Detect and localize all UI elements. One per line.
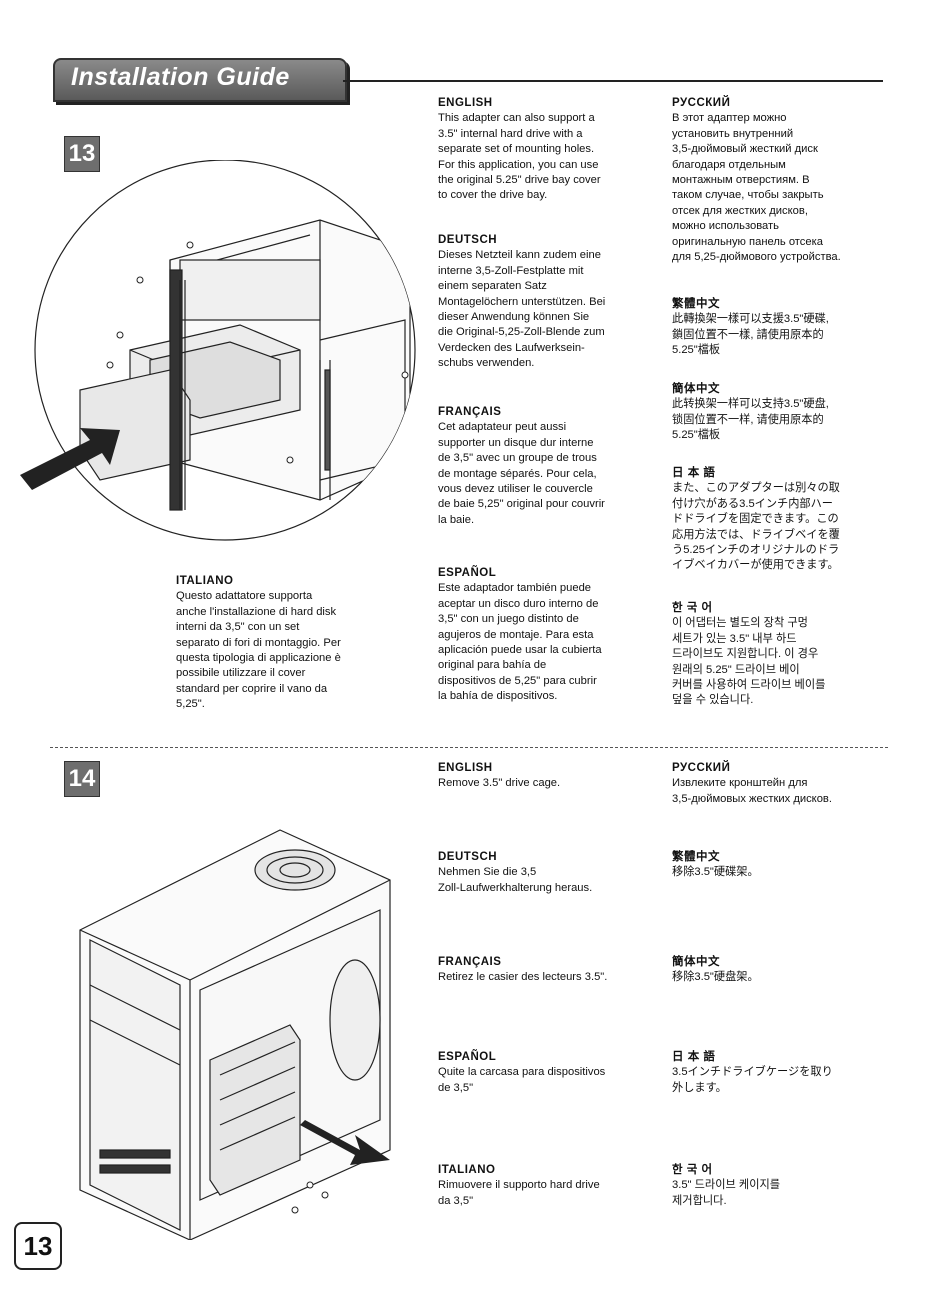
step-14-italiano-heading: ITALIANO: [438, 1164, 496, 1176]
step-13-italiano-text: Questo adattatore supporta anche l'insta…: [176, 590, 341, 711]
header-tab: Installation Guide: [53, 58, 347, 102]
page-title: Installation Guide: [71, 63, 290, 91]
step-13-japanese: 日 本 語 また、このアダプターは別々の取 付け穴がある3.5インチ内部ハー ド…: [672, 466, 887, 574]
step-13-francais-text: Cet adaptateur peut aussi supporter un d…: [438, 421, 605, 526]
step-13-simp-chinese: 簡体中文 此转换架一样可以支持3.5"硬盘, 锁固位置不一样, 请使用原本的 5…: [672, 382, 887, 444]
step-14-korean: 한 국 어 3.5" 드라이브 케이지를 제거합니다.: [672, 1163, 887, 1209]
step-13-trad-chinese-heading: 繁體中文: [672, 298, 720, 310]
step-14-deutsch-heading: DEUTSCH: [438, 851, 498, 863]
step-13-italiano: ITALIANO Questo adattatore supporta anch…: [176, 574, 391, 713]
step-13-illustration: [20, 160, 416, 541]
step-13-espanol-heading: ESPAÑOL: [438, 567, 497, 579]
step-14-simp-chinese-heading: 簡体中文: [672, 956, 720, 968]
step-14-simp-chinese: 簡体中文 移除3.5"硬盘架。: [672, 955, 887, 986]
step-14-english-text: Remove 3.5" drive cage.: [438, 777, 561, 790]
step-13-russian-heading: РУССКИЙ: [672, 97, 731, 109]
step-13-deutsch-heading: DEUTSCH: [438, 234, 498, 246]
step-14-italiano-text: Rimuovere il supporto hard drive da 3,5": [438, 1179, 600, 1207]
step-13-italiano-heading: ITALIANO: [176, 575, 234, 587]
step-13-francais-heading: FRANÇAIS: [438, 406, 502, 418]
step-14-korean-heading: 한 국 어: [672, 1164, 713, 1176]
step-13-simp-chinese-text: 此转换架一样可以支持3.5"硬盘, 锁固位置不一样, 请使用原本的 5.25"檔…: [672, 398, 829, 442]
step-14-espanol: ESPAÑOL Quite la carcasa para dispositiv…: [438, 1050, 653, 1096]
step-13-japanese-text: また、このアダプターは別々の取 付け穴がある3.5インチ内部ハー ドドライブを固…: [672, 482, 840, 572]
page-number: 13: [14, 1222, 62, 1270]
step-13-english-text: This adapter can also support a 3.5" int…: [438, 112, 601, 202]
step-14-simp-chinese-text: 移除3.5"硬盘架。: [672, 971, 759, 984]
step-14-espanol-heading: ESPAÑOL: [438, 1051, 497, 1063]
step-13-trad-chinese: 繁體中文 此轉換架一樣可以支援3.5"硬碟, 鎖固位置不一樣, 請使用原本的 5…: [672, 297, 887, 359]
step-14-japanese-text: 3.5インチドライブケージを取り 外します。: [672, 1066, 833, 1094]
step-14-espanol-text: Quite la carcasa para dispositivos de 3,…: [438, 1066, 606, 1094]
step-14-deutsch-text: Nehmen Sie die 3,5 Zoll-Laufwerkhalterun…: [438, 866, 593, 894]
step-14-english: ENGLISH Remove 3.5" drive cage.: [438, 761, 653, 792]
step-14-russian: РУССКИЙ Извлеките кронштейн для 3,5-дюйм…: [672, 761, 887, 807]
step-14-badge: 14: [64, 761, 100, 797]
step-13-japanese-heading: 日 本 語: [672, 467, 716, 479]
step-14-italiano: ITALIANO Rimuovere il supporto hard driv…: [438, 1163, 653, 1209]
step-13-espanol-text: Este adaptador también puede aceptar un …: [438, 582, 602, 703]
step-14-francais: FRANÇAIS Retirez le casier des lecteurs …: [438, 955, 653, 986]
step-13-espanol: ESPAÑOL Este adaptador también puede ace…: [438, 566, 653, 705]
step-13-russian: РУССКИЙ В этот адаптер можно установить …: [672, 96, 887, 265]
step-14-russian-heading: РУССКИЙ: [672, 762, 731, 774]
step-14-english-heading: ENGLISH: [438, 762, 493, 774]
step-13-english: ENGLISH This adapter can also support a …: [438, 96, 653, 204]
step-13-francais: FRANÇAIS Cet adaptateur peut aussi suppo…: [438, 405, 653, 528]
step-13-korean: 한 국 어 이 어댑터는 별도의 장착 구멍 세트가 있는 3.5" 내부 하드…: [672, 601, 887, 709]
step-14-francais-text: Retirez le casier des lecteurs 3.5".: [438, 971, 608, 984]
step-14-illustration: [79, 829, 391, 1240]
step-13-korean-text: 이 어댑터는 별도의 장착 구멍 세트가 있는 3.5" 내부 하드 드라이브도…: [672, 617, 826, 707]
step-14-deutsch: DEUTSCH Nehmen Sie die 3,5 Zoll-Laufwerk…: [438, 850, 653, 896]
step-14-trad-chinese-heading: 繁體中文: [672, 851, 720, 863]
step-13-simp-chinese-heading: 簡体中文: [672, 383, 720, 395]
header-rule: [343, 80, 883, 82]
step-14-japanese-heading: 日 本 語: [672, 1051, 716, 1063]
step-13-deutsch: DEUTSCH Dieses Netzteil kann zudem eine …: [438, 233, 653, 372]
step-13-korean-heading: 한 국 어: [672, 602, 713, 614]
step-14-korean-text: 3.5" 드라이브 케이지를 제거합니다.: [672, 1179, 781, 1207]
step-14-trad-chinese: 繁體中文 移除3.5"硬碟架。: [672, 850, 887, 881]
step-13-badge: 13: [64, 136, 100, 172]
step-13-deutsch-text: Dieses Netzteil kann zudem eine interne …: [438, 249, 606, 370]
step-13-english-heading: ENGLISH: [438, 97, 493, 109]
step-14-russian-text: Извлеките кронштейн для 3,5-дюймовых жес…: [672, 777, 832, 805]
step-14-francais-heading: FRANÇAIS: [438, 956, 502, 968]
step-13-russian-text: В этот адаптер можно установить внутренн…: [672, 112, 841, 264]
step-14-japanese: 日 本 語 3.5インチドライブケージを取り 外します。: [672, 1050, 887, 1096]
step-13-trad-chinese-text: 此轉換架一樣可以支援3.5"硬碟, 鎖固位置不一樣, 請使用原本的 5.25"檔…: [672, 313, 829, 357]
section-divider: [50, 747, 888, 748]
step-14-trad-chinese-text: 移除3.5"硬碟架。: [672, 866, 759, 879]
